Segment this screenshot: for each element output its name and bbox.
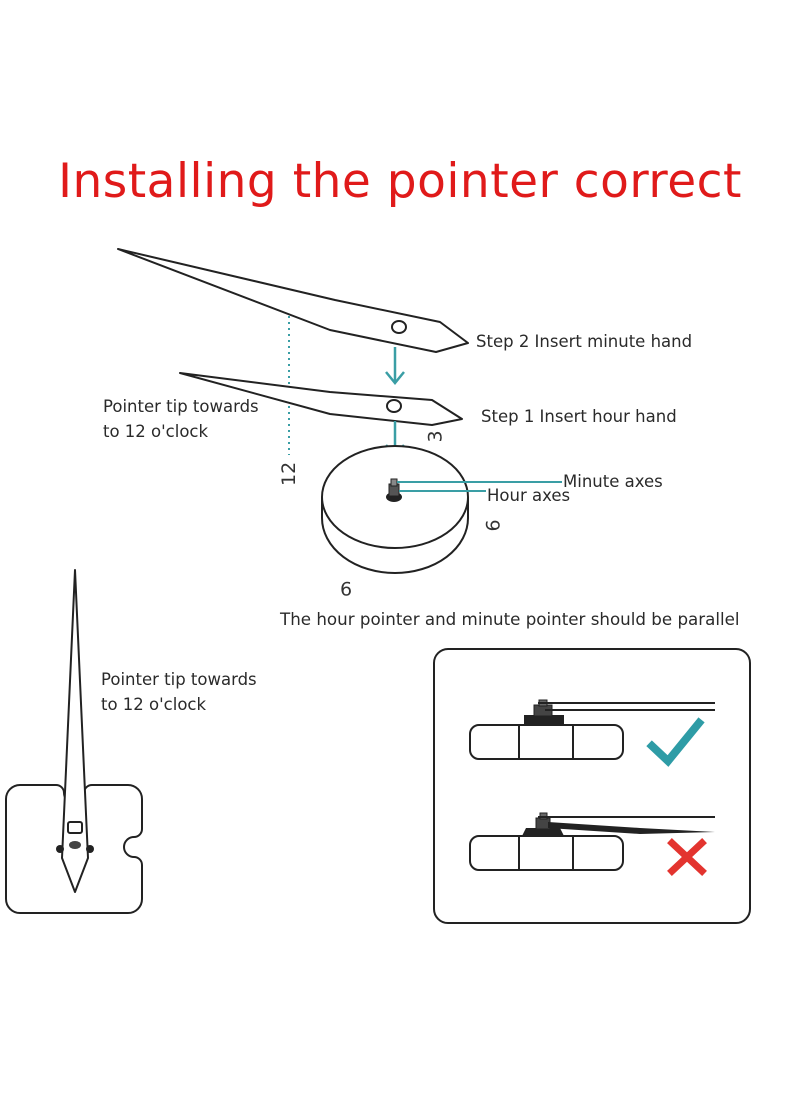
hour-axes-label: Hour axes (487, 486, 571, 505)
tip-note-2-line2: to 12 o'clock (101, 695, 207, 714)
dial-number-9: 9 (340, 577, 353, 599)
parallel-note: The hour pointer and minute pointer shou… (280, 609, 740, 629)
dial-number-6: 6 (482, 519, 505, 532)
incorrect-example (469, 812, 715, 871)
page-title: Installing the pointer correct (58, 154, 742, 209)
dial-number-12: 12 (278, 461, 300, 486)
tip-note-line2: to 12 o'clock (103, 422, 209, 441)
minute-axes-label: Minute axes (563, 472, 663, 491)
step2-label: Step 2 Insert minute hand (476, 332, 693, 351)
hand-axes (386, 478, 402, 502)
minute-hand (117, 248, 469, 353)
hour-hand-hole (386, 399, 402, 413)
minute-hand-hole (391, 320, 407, 334)
comparison-panel (433, 648, 751, 924)
cross-icon (667, 838, 707, 876)
dial-number-3: 3 (424, 430, 447, 443)
tip-note-line1: Pointer tip towards (103, 397, 259, 416)
check-icon (646, 717, 705, 767)
pointer-hand-vertical (56, 569, 94, 893)
correct-example (469, 699, 715, 760)
tip-note-2-line1: Pointer tip towards (101, 670, 257, 689)
step1-label: Step 1 Insert hour hand (481, 407, 677, 426)
insert-minute-arrow (385, 347, 405, 385)
clock-movement-disc (321, 445, 469, 574)
